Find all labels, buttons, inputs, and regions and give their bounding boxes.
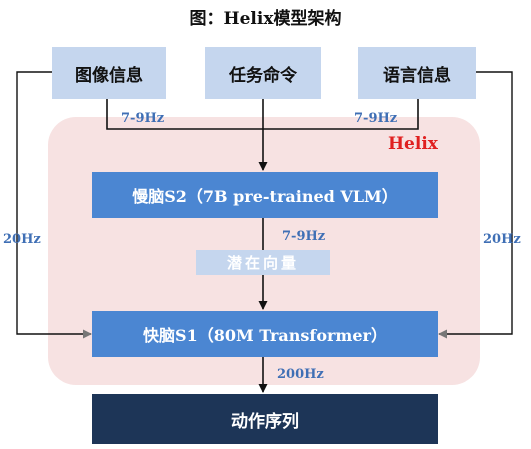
helix-region-label: Helix xyxy=(388,134,438,154)
connector-language-to-s2 xyxy=(263,99,419,130)
latent-vector-box: 潜在向量 xyxy=(196,250,330,275)
fast-brain-s1-box: 快脑S1（80M Transformer） xyxy=(92,311,438,357)
connector-image-to-s1 xyxy=(16,71,92,339)
rate-label-image-to-s1: 20Hz xyxy=(3,232,41,247)
image-info-box: 图像信息 xyxy=(52,47,166,99)
figure-title: 图：Helix模型架构 xyxy=(189,9,342,29)
rate-label-s1-to-output: 200Hz xyxy=(277,367,324,382)
action-sequence-box: 动作序列 xyxy=(92,394,438,444)
rate-label-language-to-s1: 20Hz xyxy=(483,232,521,247)
task-command-box: 任务命令 xyxy=(205,47,321,99)
connector-image-to-s2 xyxy=(106,99,263,130)
rate-label-language-to-s2: 7-9Hz xyxy=(354,111,398,126)
language-info-box: 语言信息 xyxy=(358,47,476,99)
rate-label-s2-to-s1: 7-9Hz xyxy=(282,229,326,244)
slow-brain-s2-box: 慢脑S2（7B pre-trained VLM） xyxy=(92,172,438,218)
rate-label-image-to-s2: 7-9Hz xyxy=(121,111,165,126)
connector-language-to-s1 xyxy=(438,71,513,339)
